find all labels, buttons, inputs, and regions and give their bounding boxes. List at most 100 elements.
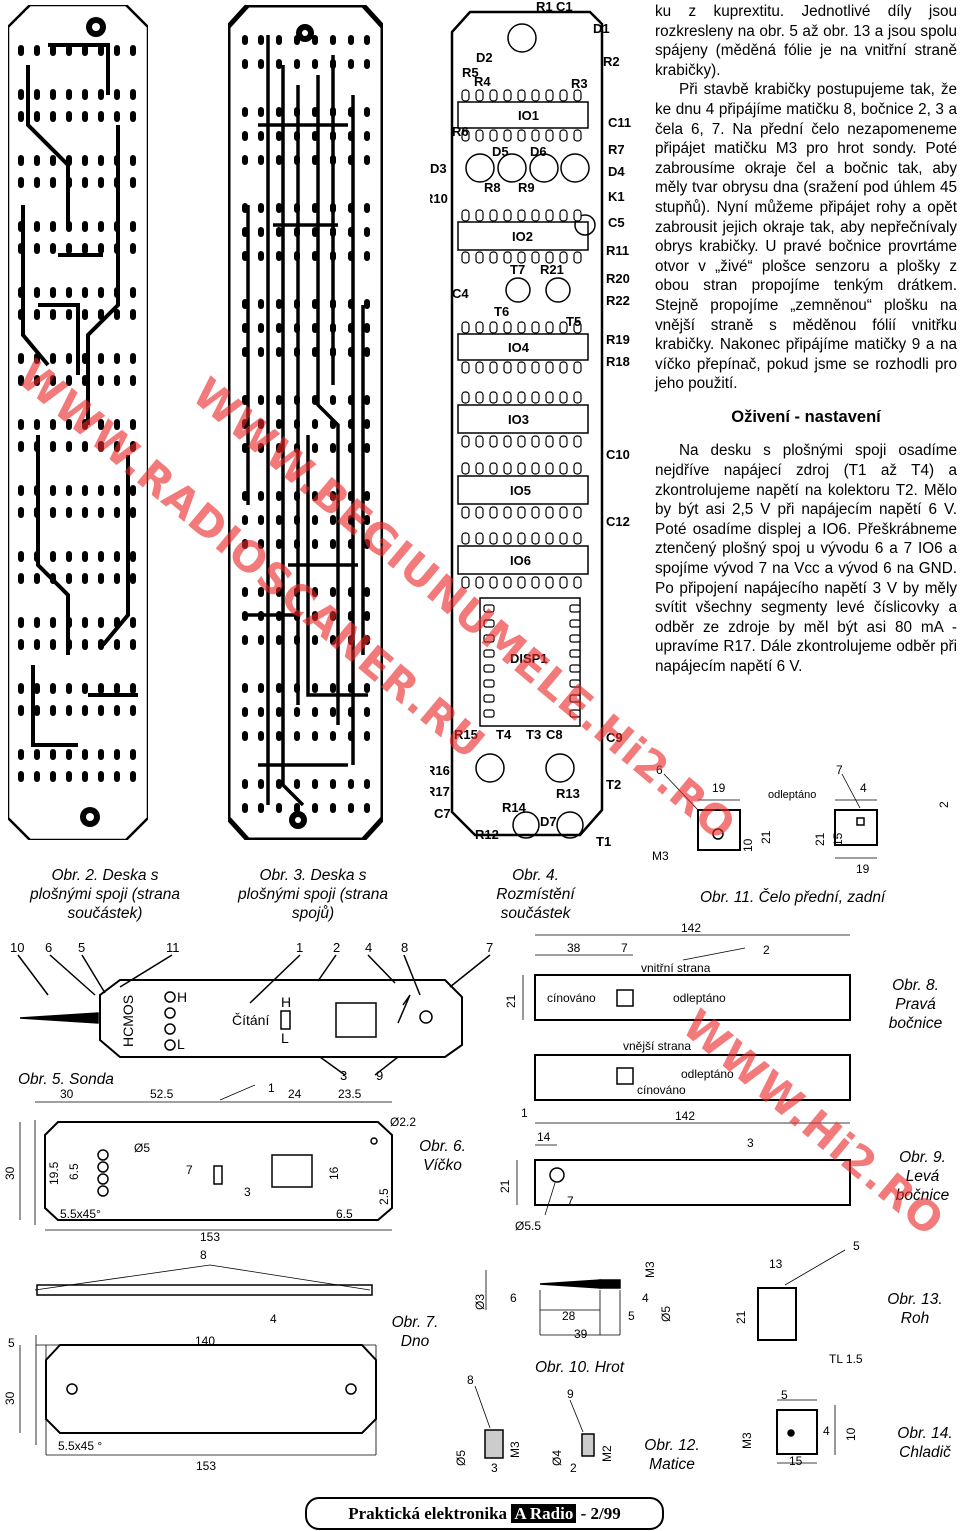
svg-text:6: 6 (510, 1291, 517, 1305)
svg-text:D7: D7 (540, 814, 557, 829)
svg-text:11: 11 (166, 940, 180, 955)
svg-text:Ø5: Ø5 (659, 1306, 673, 1322)
svg-text:39: 39 (574, 1327, 588, 1341)
svg-text:R2: R2 (603, 54, 620, 69)
svg-text:R4: R4 (474, 74, 491, 89)
svg-text:HCMOS: HCMOS (120, 995, 136, 1047)
svg-text:8: 8 (467, 1373, 474, 1387)
svg-text:4: 4 (860, 781, 867, 795)
svg-text:1: 1 (521, 1106, 528, 1120)
svg-text:6.5: 6.5 (67, 1163, 81, 1180)
svg-text:153: 153 (196, 1459, 216, 1473)
svg-text:2: 2 (937, 801, 951, 808)
figure-tip: M3 Ø3 6 4 Ø5 28 5 39 (473, 1261, 673, 1341)
svg-text:19: 19 (712, 781, 726, 795)
svg-text:odleptáno: odleptáno (673, 991, 726, 1005)
svg-text:5: 5 (8, 1336, 15, 1350)
svg-text:16: 16 (327, 1166, 341, 1180)
svg-text:D5: D5 (492, 144, 509, 159)
label-io2: IO2 (512, 229, 533, 244)
pcb-trace-side (228, 5, 383, 840)
ic-io4 (457, 333, 589, 361)
svg-text:R5: R5 (462, 65, 479, 80)
svg-text:C9: C9 (606, 730, 623, 745)
svg-text:5.5x45°: 5.5x45° (60, 1207, 101, 1221)
svg-text:Ø2.2: Ø2.2 (390, 1115, 416, 1129)
section-heading: Oživení - nastavení (731, 407, 881, 426)
caption-obr5: Obr. 5. Sonda (18, 1071, 114, 1088)
svg-text:3: 3 (747, 1136, 754, 1150)
svg-text:R7: R7 (608, 142, 625, 157)
svg-text:19: 19 (856, 862, 870, 876)
caption-obr10: Obr. 10. Hrot (534, 1359, 624, 1376)
svg-text:M3: M3 (508, 1441, 522, 1458)
svg-text:14: 14 (537, 1130, 551, 1144)
caption-obr9: Obr. 9. Levá bočnice (895, 1149, 950, 1204)
svg-text:7: 7 (836, 763, 843, 777)
svg-text:5.5x45 °: 5.5x45 ° (58, 1439, 102, 1453)
svg-text:4: 4 (823, 1424, 830, 1438)
svg-text:T3: T3 (526, 727, 541, 742)
figure-heatsink: TL 1.5 5 M3 4 10 15 (740, 1352, 863, 1468)
caption-obr11: Obr. 11. Čelo přední, zadní (700, 889, 886, 906)
caption-obr13: Obr. 13. Roh (887, 1291, 943, 1327)
label-io4: IO4 (508, 340, 530, 355)
label-io6: IO6 (510, 553, 531, 568)
svg-text:2: 2 (763, 943, 770, 957)
svg-text:R17: R17 (430, 784, 450, 799)
svg-text:M2: M2 (600, 1445, 614, 1462)
svg-text:142: 142 (675, 1109, 695, 1123)
svg-text:H: H (177, 989, 187, 1005)
ic-io6 (457, 545, 589, 575)
svg-text:30: 30 (60, 1087, 74, 1101)
svg-text:24: 24 (288, 1087, 302, 1101)
article-paragraph: Při stavbě krabičky postupujeme tak, že … (655, 81, 957, 393)
figure-front-back: 6 19 odleptáno 10 21 M3 7 4 2 21 15 19 (652, 763, 951, 876)
svg-text:52.5: 52.5 (150, 1087, 174, 1101)
svg-text:15: 15 (831, 832, 845, 846)
svg-text:T6: T6 (494, 304, 509, 319)
figure-lid: 1 30 52.5 24 23.5 Ø2.2 Ø5 30 19.5 6.5 7 … (3, 1081, 416, 1244)
svg-text:6: 6 (45, 940, 52, 955)
svg-text:L: L (177, 1036, 185, 1052)
svg-text:Ø5: Ø5 (134, 1141, 150, 1155)
svg-text:4: 4 (642, 1291, 649, 1305)
figure-right-side: 142 38 7 2 vnitřní strana 21 cínováno od… (504, 921, 851, 1101)
svg-text:D1: D1 (593, 21, 610, 36)
label-io5: IO5 (510, 483, 531, 498)
svg-text:38: 38 (567, 941, 581, 955)
svg-text:19.5: 19.5 (47, 1161, 61, 1185)
svg-text:D4: D4 (608, 164, 625, 179)
svg-text:1: 1 (268, 1081, 275, 1095)
pcb-component-layout: IO1 IO2 IO4 IO3 IO5 IO6 DISP1 D3 R10 R6 … (430, 0, 631, 849)
svg-text:C7: C7 (434, 806, 451, 821)
svg-text:R12: R12 (475, 827, 499, 842)
svg-text:C11: C11 (608, 115, 631, 130)
footer-a-radio: A Radio (511, 1504, 577, 1523)
figure-bottom: 8 5 140 4 30 5.5x45 ° 153 (3, 1248, 377, 1473)
svg-text:9: 9 (567, 1387, 574, 1401)
caption-obr6: Obr. 6. Víčko (419, 1138, 466, 1174)
svg-text:odleptáno: odleptáno (768, 789, 816, 801)
svg-text:Ø5: Ø5 (454, 1450, 468, 1466)
svg-text:5: 5 (781, 1388, 788, 1402)
svg-text:L: L (281, 1030, 289, 1046)
svg-text:C12: C12 (606, 514, 630, 529)
svg-text:Ø3: Ø3 (473, 1294, 487, 1310)
svg-text:R21: R21 (540, 262, 564, 277)
svg-text:6.5: 6.5 (336, 1207, 353, 1221)
pcb-component-side (8, 5, 148, 840)
label-io1: IO1 (518, 108, 539, 123)
svg-text:7: 7 (621, 941, 628, 955)
svg-text:2: 2 (570, 1461, 577, 1475)
svg-text:4: 4 (365, 940, 372, 955)
svg-text:8: 8 (200, 1248, 207, 1262)
svg-text:2: 2 (333, 940, 340, 955)
svg-text:R3: R3 (571, 76, 588, 91)
svg-text:140: 140 (195, 1334, 215, 1348)
svg-text:28: 28 (562, 1309, 576, 1323)
svg-text:C10: C10 (606, 447, 630, 462)
svg-text:1: 1 (296, 940, 303, 955)
footer-magazine-name: Praktická elektronika (348, 1504, 508, 1523)
caption-obr8: Obr. 8. Pravá bočnice (888, 977, 943, 1032)
